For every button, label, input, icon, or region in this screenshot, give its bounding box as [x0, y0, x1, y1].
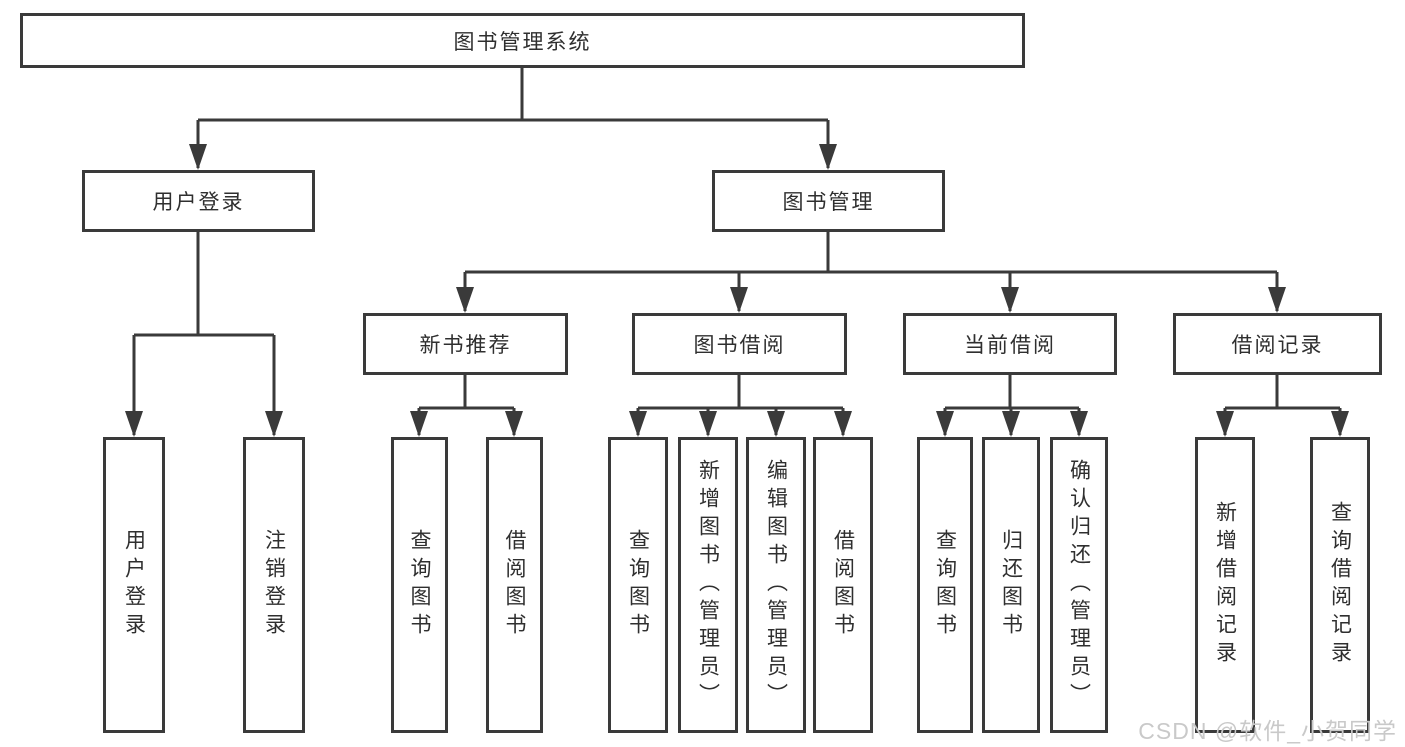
node-leaf-logout: 注销登录: [243, 437, 305, 733]
node-book-borrowing: 图书借阅: [632, 313, 847, 375]
node-leaf-query-books-borrowing: 查询图书: [608, 437, 668, 733]
node-leaf-edit-book-admin: 编辑图书（管理员）: [746, 437, 806, 733]
node-leaf-return-book: 归还图书: [982, 437, 1040, 733]
node-book-management: 图书管理: [712, 170, 945, 232]
csdn-watermark: CSDN @软件_小贺同学: [1138, 718, 1397, 744]
node-leaf-confirm-return-admin: 确认归还（管理员）: [1050, 437, 1108, 733]
node-leaf-borrow-books-borrowing: 借阅图书: [813, 437, 873, 733]
node-leaf-add-book-admin: 新增图书（管理员）: [678, 437, 738, 733]
node-root: 图书管理系统: [20, 13, 1025, 68]
node-leaf-user-login: 用户登录: [103, 437, 165, 733]
node-leaf-borrow-books-recommend: 借阅图书: [486, 437, 543, 733]
node-new-book-recommend: 新书推荐: [363, 313, 568, 375]
arrowheads: [125, 144, 1349, 437]
node-borrowing-records: 借阅记录: [1173, 313, 1382, 375]
node-current-borrowing: 当前借阅: [903, 313, 1117, 375]
node-leaf-query-books-current: 查询图书: [917, 437, 973, 733]
node-leaf-query-borrow-record: 查询借阅记录: [1310, 437, 1370, 733]
node-user-login: 用户登录: [82, 170, 315, 232]
node-leaf-add-borrow-record: 新增借阅记录: [1195, 437, 1255, 733]
node-leaf-query-books-recommend: 查询图书: [391, 437, 448, 733]
